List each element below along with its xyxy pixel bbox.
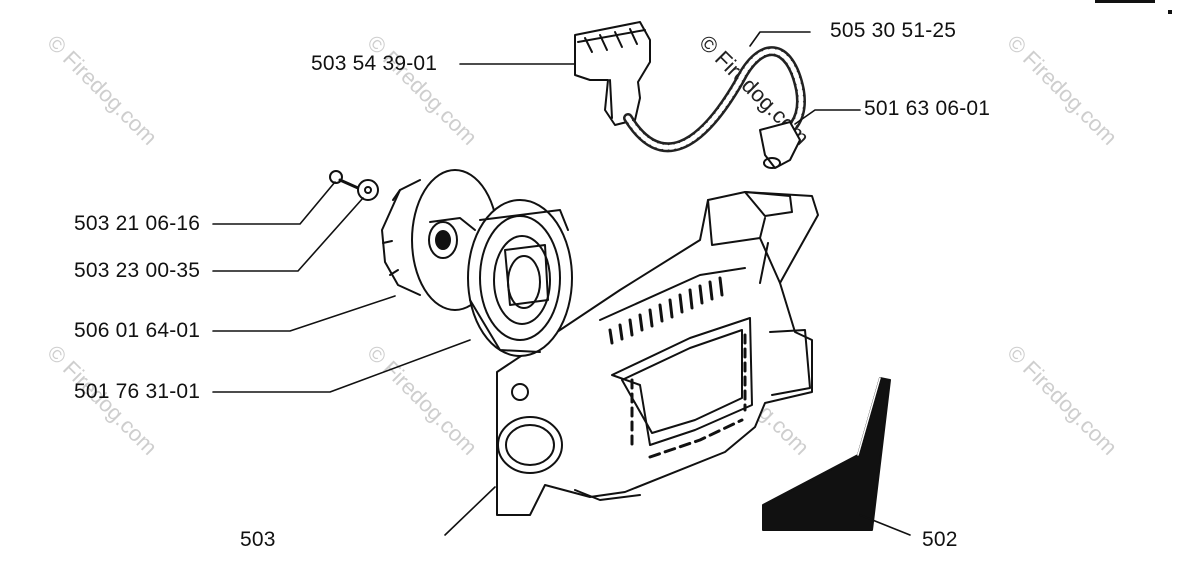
- part-label-screw: 503 21 06-16: [74, 212, 201, 235]
- part-label-handle: 503 54 39-01: [311, 52, 438, 75]
- part-label-plate-cut: 502: [922, 528, 958, 551]
- starter-handle: [574, 21, 651, 126]
- leader-lines: [212, 31, 911, 536]
- intake-plate: [762, 377, 891, 531]
- part-label-spring: 501 76 31-01: [74, 380, 201, 403]
- part-label-rope-grip: 501 63 06-01: [864, 97, 991, 120]
- screw-and-washer: [329, 170, 379, 201]
- part-label-rope: 505 30 51-25: [830, 19, 957, 42]
- starter-rope: [623, 46, 806, 153]
- recoil-spring: [467, 199, 573, 357]
- page-edge-mark: [1095, 0, 1155, 3]
- starter-housing: [496, 191, 819, 516]
- rope-grip: [759, 121, 801, 169]
- part-label-pulley: 506 01 64-01: [74, 319, 201, 342]
- part-label-washer: 503 23 00-35: [74, 259, 201, 282]
- part-label-housing-cut: 503: [240, 528, 276, 551]
- vent-ribs: [608, 242, 769, 459]
- page-dot-mark: [1168, 10, 1172, 14]
